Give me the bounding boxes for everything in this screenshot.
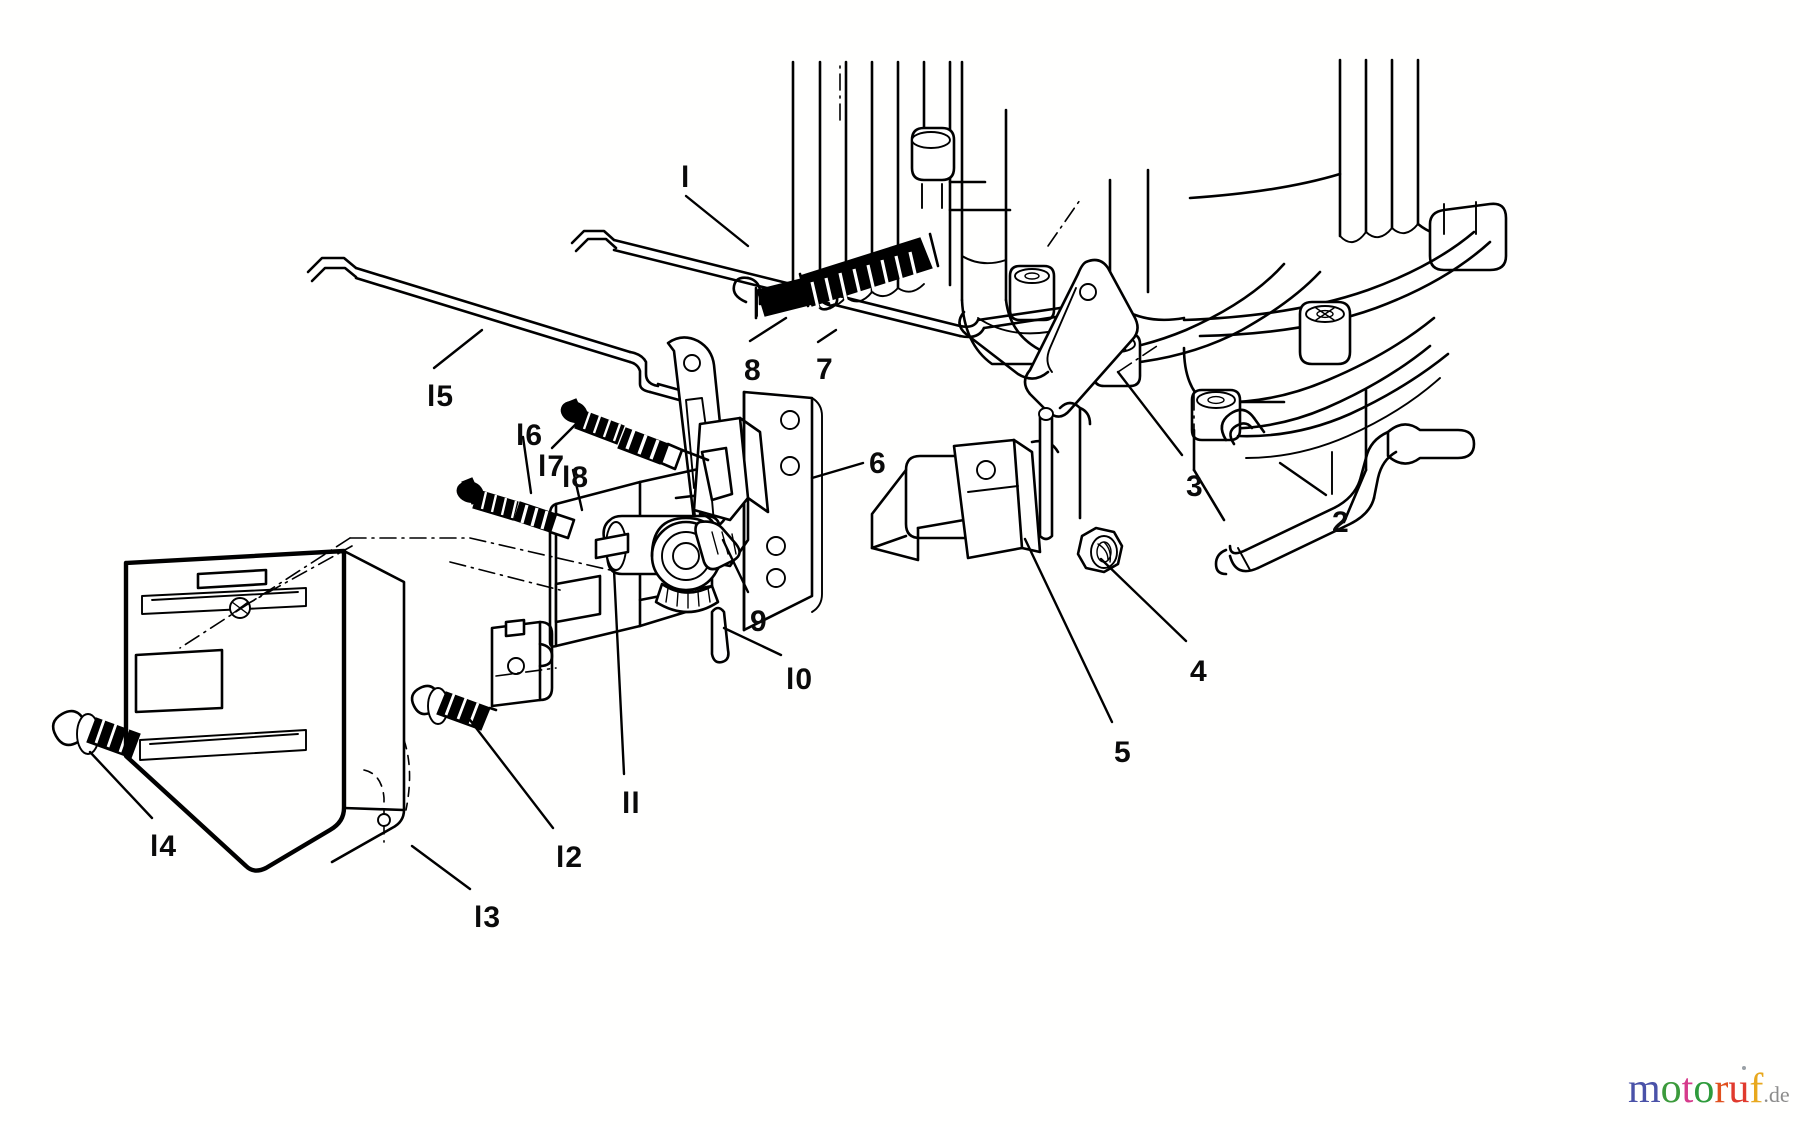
callout-16: l6 xyxy=(516,419,544,452)
watermark-letter-2: t xyxy=(1681,1066,1694,1112)
callout-3: 3 xyxy=(1186,470,1204,503)
callout-2: 2 xyxy=(1332,506,1350,539)
leader-line-4 xyxy=(1099,557,1188,643)
part-16-bolt-art xyxy=(456,477,576,540)
callout-10: l0 xyxy=(786,663,814,696)
part-17-bolt-art xyxy=(560,398,625,445)
watermark-letter-3: o xyxy=(1693,1066,1715,1112)
leader-line-2 xyxy=(1278,461,1328,497)
leader-line-12 xyxy=(468,718,555,830)
callout-8: 8 xyxy=(744,354,762,387)
callout-4: 4 xyxy=(1190,655,1208,688)
callout-1: l xyxy=(681,161,691,194)
callout-9: 9 xyxy=(750,605,768,638)
watermark-letter-5: u xyxy=(1728,1066,1750,1112)
leader-line-14 xyxy=(88,750,154,820)
leader-line-7 xyxy=(816,328,838,344)
watermark-dot-accent xyxy=(1741,1066,1746,1070)
leader-line-8 xyxy=(748,316,788,343)
watermark-letter-4: r xyxy=(1714,1066,1729,1112)
callout-17: l7 xyxy=(538,450,566,483)
part-12-bolt-art xyxy=(410,684,498,731)
callout-7: 7 xyxy=(816,353,834,386)
part-3-clip-art xyxy=(1220,408,1266,446)
control-housing-art xyxy=(548,416,770,664)
callout-18: l8 xyxy=(562,461,590,494)
callout-14: l4 xyxy=(150,830,178,863)
leader-line-3 xyxy=(1116,370,1184,457)
part-4-locknut-art xyxy=(1076,526,1124,574)
leader-line-5 xyxy=(1023,537,1114,724)
leader-lines xyxy=(88,194,1328,891)
engine-block-art xyxy=(791,58,1508,524)
leader-line-15 xyxy=(432,328,484,370)
callout-11: ll xyxy=(622,787,641,820)
watermark-tld: .de xyxy=(1763,1082,1790,1107)
leader-line-1 xyxy=(684,194,750,248)
motoruf-watermark: motoruf.de xyxy=(1628,1066,1790,1112)
leader-line-6 xyxy=(810,461,865,480)
callout-13: l3 xyxy=(474,901,502,934)
leader-line-18 xyxy=(571,468,584,512)
watermark-wordmark: motoruf xyxy=(1628,1066,1763,1112)
watermark-letter-6: f xyxy=(1749,1066,1764,1112)
leader-line-16 xyxy=(521,435,533,495)
part-11-clip-art xyxy=(490,618,554,708)
callout-5: 5 xyxy=(1114,736,1132,769)
watermark-letter-1: o xyxy=(1660,1066,1682,1112)
callout-6: 6 xyxy=(869,447,887,480)
leader-line-10 xyxy=(722,626,783,657)
callout-12: l2 xyxy=(556,841,584,874)
leader-line-11 xyxy=(612,568,626,776)
part-7-spring-art xyxy=(798,232,940,309)
callout-15: l5 xyxy=(427,380,455,413)
part-5-governor-bracket-art xyxy=(870,258,1139,562)
part-2-handle-art xyxy=(1214,423,1476,576)
leader-line-9 xyxy=(721,538,750,594)
part-13-cover-plate-art xyxy=(123,548,406,873)
leader-line-17 xyxy=(550,418,582,450)
watermark-letter-0: m xyxy=(1628,1066,1661,1112)
part-18-spring-art xyxy=(617,427,710,471)
leader-line-13 xyxy=(410,844,472,891)
part-15-rod-art xyxy=(306,256,702,405)
assembly-reference-lines xyxy=(179,61,1195,811)
